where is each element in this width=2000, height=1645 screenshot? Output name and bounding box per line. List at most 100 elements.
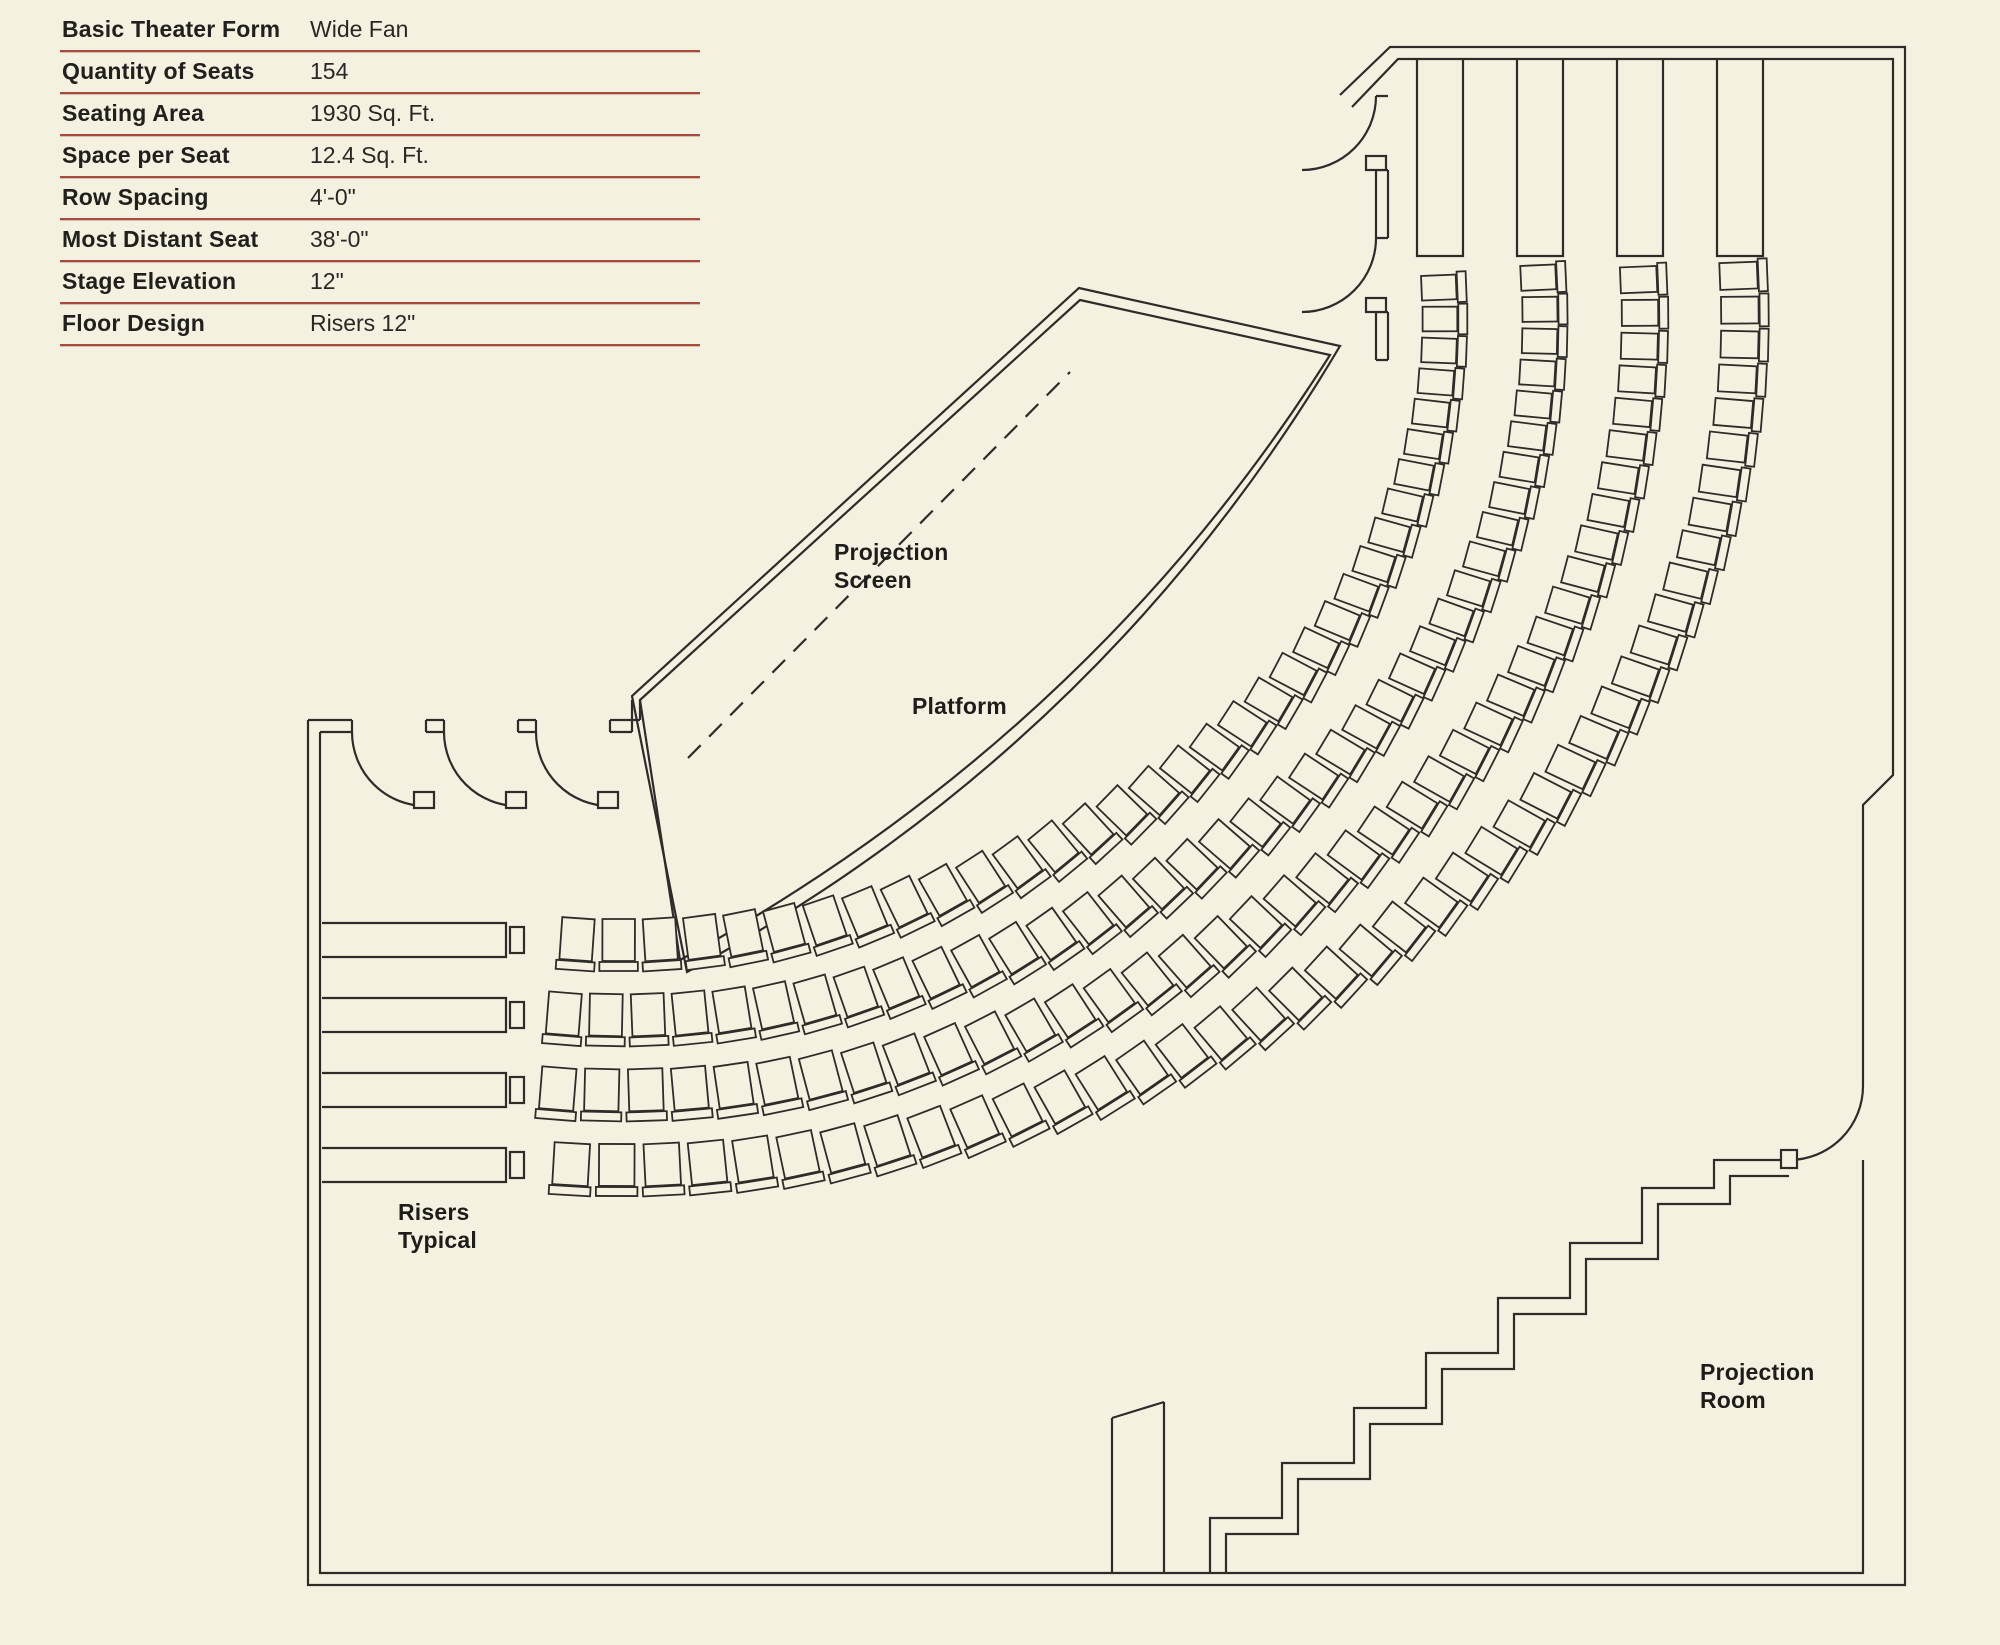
seat-back xyxy=(1648,665,1671,704)
seat xyxy=(1393,457,1446,497)
seat-body xyxy=(1520,327,1559,355)
seat-body xyxy=(1675,529,1722,567)
seat-body xyxy=(1154,1022,1210,1080)
seat-body xyxy=(1061,802,1115,856)
seat xyxy=(722,908,770,969)
spec-row: Seating Area 1930 Sq. Ft. xyxy=(60,94,700,136)
seat-body xyxy=(911,945,961,1000)
seat xyxy=(1004,997,1065,1063)
seat-back xyxy=(758,1021,801,1041)
seat-back xyxy=(1555,260,1568,294)
seat xyxy=(1612,396,1664,432)
seat-back xyxy=(936,898,976,928)
seat-body xyxy=(792,973,838,1025)
seat-body xyxy=(538,1065,578,1112)
spec-label: Stage Elevation xyxy=(62,268,237,294)
seat xyxy=(1590,685,1651,736)
seat-body xyxy=(840,884,889,939)
seat xyxy=(1097,874,1160,939)
door-leaf xyxy=(596,790,620,810)
seat-back xyxy=(1374,720,1402,758)
seat-body xyxy=(775,1129,821,1180)
projection-screen-label-line1: Projection xyxy=(834,539,949,565)
seat-body xyxy=(1716,363,1758,395)
seat xyxy=(881,1032,938,1097)
seat-back xyxy=(1348,746,1377,784)
top-right-vestibule xyxy=(1301,94,1390,362)
seat xyxy=(1461,540,1517,583)
riser-bar xyxy=(1715,59,1765,258)
seat-back xyxy=(547,1184,592,1198)
seat xyxy=(755,1055,805,1117)
seat-body xyxy=(1434,851,1490,904)
seat-body xyxy=(1188,722,1241,772)
seat xyxy=(1333,572,1390,619)
entry-wall-jambs xyxy=(350,720,612,732)
seat-body xyxy=(1445,569,1492,608)
risers-label-line2: Typical xyxy=(398,1227,477,1253)
seat-body xyxy=(712,1060,755,1110)
vestibule-wall xyxy=(1374,94,1390,362)
seat-back xyxy=(1094,1089,1137,1122)
seat xyxy=(840,884,896,949)
seat-body xyxy=(588,992,624,1038)
seat xyxy=(1412,755,1476,811)
seat-back xyxy=(1596,562,1617,599)
seat-body xyxy=(1385,780,1439,830)
seat xyxy=(1259,775,1322,834)
door-swing-arc xyxy=(1301,237,1378,314)
riser-bar xyxy=(1515,59,1565,258)
seat xyxy=(1267,966,1333,1031)
seat-back xyxy=(1333,972,1369,1010)
seat-back xyxy=(937,1059,981,1087)
seat-body xyxy=(906,1104,957,1159)
seat-back xyxy=(1455,270,1468,304)
seat xyxy=(1506,420,1558,456)
seat-body xyxy=(1243,676,1294,723)
seat xyxy=(1428,597,1486,644)
spec-value: Risers 12" xyxy=(310,310,416,336)
seat xyxy=(712,1060,760,1120)
seat-back xyxy=(1446,398,1461,433)
seat xyxy=(1718,257,1769,293)
seat xyxy=(1464,825,1529,884)
seat xyxy=(1165,837,1229,900)
door-swing-arc xyxy=(350,731,427,808)
seat xyxy=(1410,397,1461,433)
seat-back xyxy=(805,1089,850,1112)
seat xyxy=(819,1122,872,1185)
seat-body xyxy=(642,1141,682,1188)
seat-body xyxy=(917,862,969,918)
seat xyxy=(1295,852,1360,914)
seat xyxy=(534,1065,578,1123)
seat-body xyxy=(1416,367,1456,397)
seat-body xyxy=(949,933,1001,989)
seat xyxy=(1262,873,1327,937)
seat-back xyxy=(727,949,770,969)
seat-body xyxy=(1197,817,1251,871)
seat xyxy=(1675,529,1732,572)
seat-back xyxy=(1194,864,1229,900)
seat-body xyxy=(686,1138,729,1187)
risers-label-line1: Risers xyxy=(398,1199,470,1225)
seat xyxy=(1712,397,1765,433)
spec-label: Quantity of Seats xyxy=(62,58,255,84)
seat-back xyxy=(1023,1032,1065,1063)
seat-back xyxy=(1623,497,1641,533)
seat-body xyxy=(1408,625,1457,667)
seat-body xyxy=(1326,829,1381,881)
door-leaf xyxy=(504,790,528,810)
projection-room-label: Projection Room xyxy=(1700,1358,1814,1414)
seat-back xyxy=(1713,534,1732,572)
seat-body xyxy=(1262,873,1318,928)
seat-back xyxy=(628,1034,670,1048)
seat-body xyxy=(544,990,583,1037)
seat-body xyxy=(1461,540,1507,578)
seat-body xyxy=(1097,874,1151,929)
seat xyxy=(1197,817,1261,879)
riser-jamb xyxy=(508,1000,526,1030)
seat-back xyxy=(1403,924,1437,963)
seat-body xyxy=(1518,358,1557,388)
seat-back xyxy=(781,1170,826,1190)
